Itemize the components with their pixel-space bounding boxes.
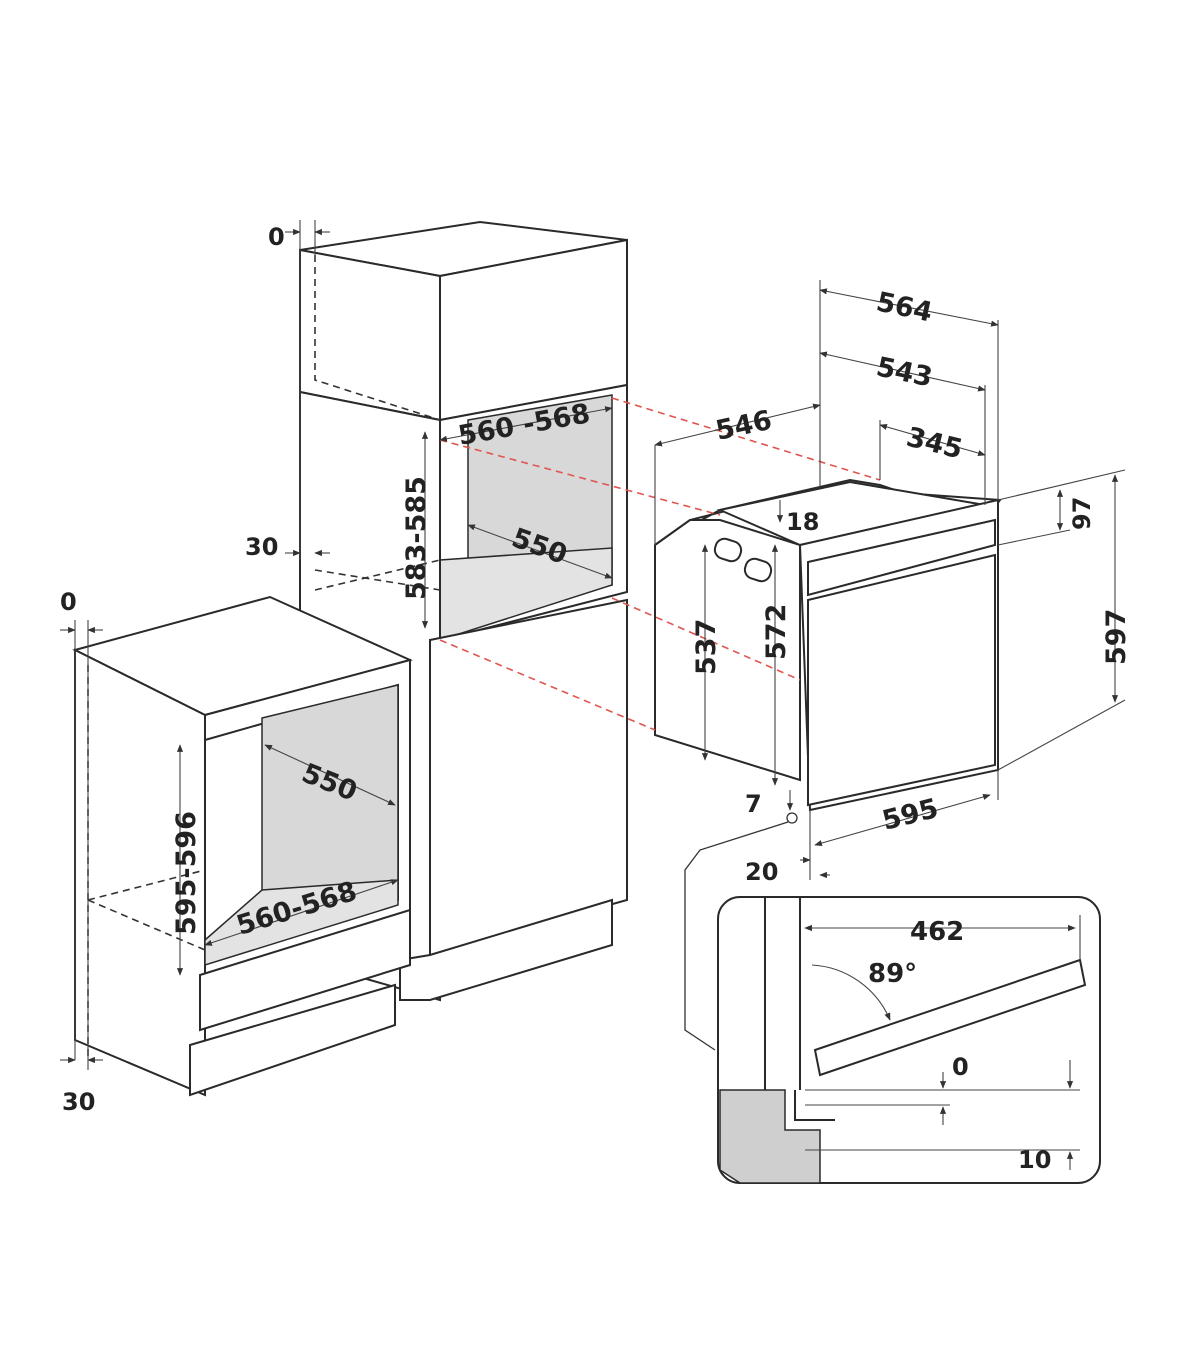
oven-vent-2	[743, 557, 773, 583]
dimension-lines	[60, 220, 1126, 1070]
detail-door	[813, 958, 1087, 1077]
oven-width-label: 595	[879, 793, 941, 837]
base-height-label: 595-596	[171, 811, 202, 935]
tall-cabinet-hidden-shelf	[314, 569, 441, 591]
base-bottom-offset-label: 30	[62, 1088, 95, 1116]
oven-body	[654, 478, 1002, 812]
oven-panel-height-label: 97	[1068, 497, 1096, 530]
tall-cabinet-lower-front	[429, 598, 628, 957]
door-angle-label: 89°	[868, 959, 917, 989]
tall-height-label: 583-585	[401, 476, 432, 600]
base-cabinet-hidden-shelf	[87, 869, 206, 901]
oven-bottom-gap-label: 7	[745, 790, 762, 818]
detail-wall	[719, 1089, 821, 1184]
oven-body-depth-label: 543	[874, 352, 936, 394]
tall-cabinet-upper-left-face	[299, 248, 441, 422]
oven-overall-depth-label: 564	[874, 287, 936, 329]
oven-546-label: 546	[713, 405, 775, 447]
tall-top-gap-label: 0	[268, 223, 285, 251]
tall-cabinet-hidden-diag	[314, 559, 441, 591]
oven-top-depth-label: 345	[903, 422, 965, 466]
base-cabinet	[72, 595, 413, 1097]
red-guide-1	[611, 397, 881, 481]
red-guide-4	[439, 639, 656, 731]
base-top-gap-label: 0	[60, 588, 77, 616]
tall-side-offset-label: 30	[245, 533, 278, 561]
door-detail	[717, 896, 1101, 1184]
oven-control-panel	[807, 518, 996, 597]
tall-cabinet-hidden-top	[314, 255, 441, 421]
oven-overall-height-label: 597	[1101, 609, 1132, 665]
labels: 0 30 560 -568 583-585 550 0 30 550 595-5…	[60, 223, 1132, 1174]
base-cabinet-plinth	[189, 983, 396, 1097]
oven-front-thickness-label: 20	[745, 858, 778, 886]
door-gap-top-label: 0	[952, 1053, 969, 1081]
door-gap-bottom-label: 10	[1018, 1146, 1051, 1174]
base-cabinet-hidden-diag	[87, 899, 206, 951]
oven-door	[807, 553, 996, 807]
door-length-label: 462	[910, 917, 964, 947]
tall-cabinet-plinth	[399, 898, 613, 1001]
oven-front-height-label: 572	[761, 604, 792, 660]
oven-top-step-label: 18	[786, 508, 819, 536]
red-guide-2	[439, 439, 721, 516]
oven-body-height-label: 537	[691, 619, 722, 675]
oven-vent-1	[713, 537, 743, 563]
